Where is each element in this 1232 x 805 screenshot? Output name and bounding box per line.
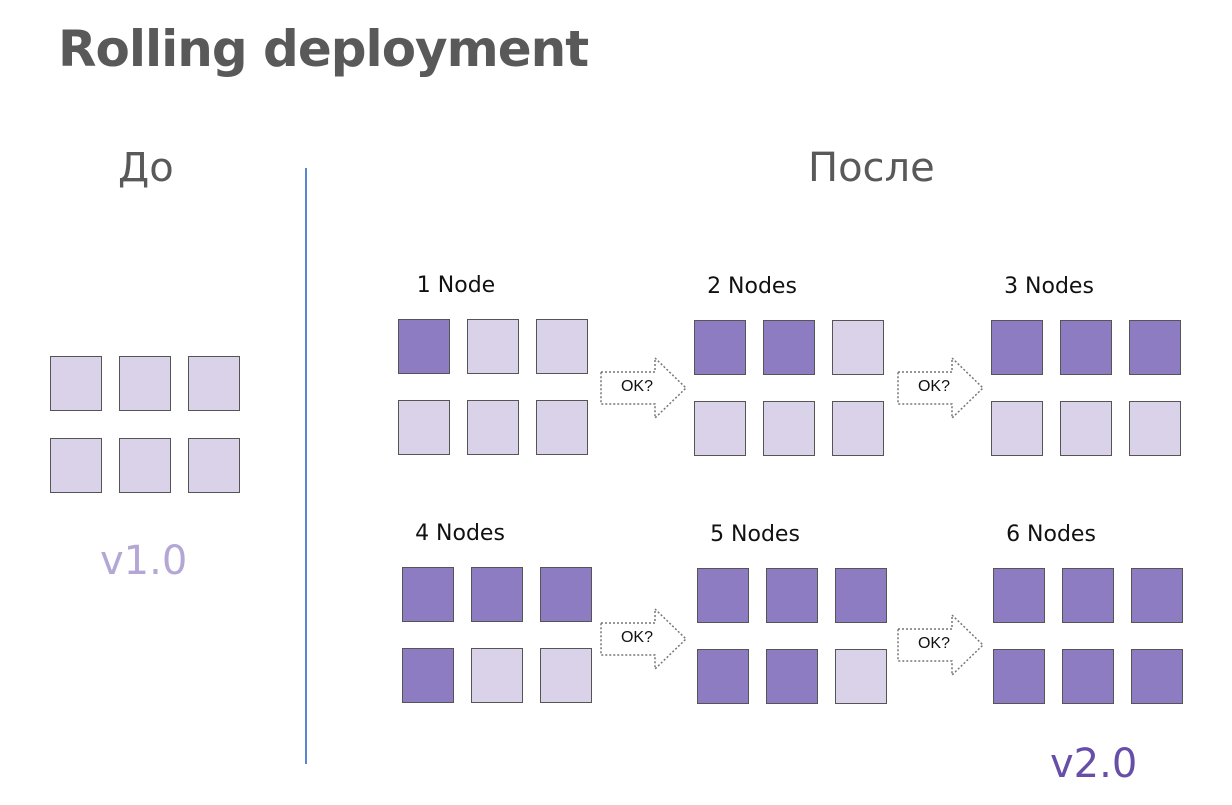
stage-1-node-old [467,319,519,374]
stage-2-node-old [694,401,746,456]
dotted-arrow-icon [897,614,985,676]
stage-2-node-old [763,401,815,456]
dotted-arrow-icon [897,357,985,419]
stage-1-node-old [536,400,588,455]
divider-line [305,168,307,764]
stage-3-node-new [991,320,1043,375]
arrow-ok-label: OK? [620,378,653,395]
stage-4-node-old [471,648,523,703]
version-after: v2.0 [1050,741,1138,787]
stage-2-node-old [832,320,884,375]
stage-3-node-old [1060,401,1112,456]
stage-5-node-new [697,568,749,623]
arrow-ok-label: OK? [917,635,950,652]
stage-label: 2 Nodes [707,274,797,299]
stage-1-node-old [536,319,588,374]
dotted-arrow-icon [600,608,688,670]
stage-6-node-new [993,568,1045,623]
stage-1-node-old [467,400,519,455]
stage-5-node-new [697,649,749,704]
stage-5-node-new [766,568,818,623]
stage-1-node-new [398,319,450,374]
stage-2-node-old [832,401,884,456]
stage-3-node-old [1129,401,1181,456]
before-node-old [50,356,102,411]
stage-3-node-old [991,401,1043,456]
stage-label: 1 Node [416,273,496,298]
arrow-ok-label: OK? [917,378,950,395]
before-node-old [119,356,171,411]
after-label: После [808,145,935,191]
stage-4-node-old [540,648,592,703]
stage-4-node-new [471,567,523,622]
stage-label: 3 Nodes [1004,274,1094,299]
version-before: v1.0 [100,538,188,584]
stage-2-node-new [694,320,746,375]
stage-label: 5 Nodes [710,522,800,547]
stage-5-node-new [835,568,887,623]
stage-5-node-old [835,649,887,704]
arrow-ok-label: OK? [620,629,653,646]
dotted-arrow-icon [600,357,688,419]
stage-6-node-new [993,649,1045,704]
stage-3-node-new [1060,320,1112,375]
stage-4-node-new [402,567,454,622]
stage-3-node-new [1129,320,1181,375]
before-node-old [119,438,171,493]
stage-label: 6 Nodes [1006,522,1096,547]
stage-4-node-new [402,648,454,703]
before-node-old [188,438,240,493]
slide-title: Rolling deployment [58,20,589,78]
stage-2-node-new [763,320,815,375]
before-node-old [50,438,102,493]
stage-label: 4 Nodes [415,521,505,546]
stage-6-node-new [1131,649,1183,704]
stage-1-node-old [398,400,450,455]
stage-6-node-new [1062,568,1114,623]
stage-6-node-new [1062,649,1114,704]
before-label: До [118,145,174,191]
before-node-old [188,356,240,411]
stage-4-node-new [540,567,592,622]
stage-5-node-new [766,649,818,704]
stage-6-node-new [1131,568,1183,623]
